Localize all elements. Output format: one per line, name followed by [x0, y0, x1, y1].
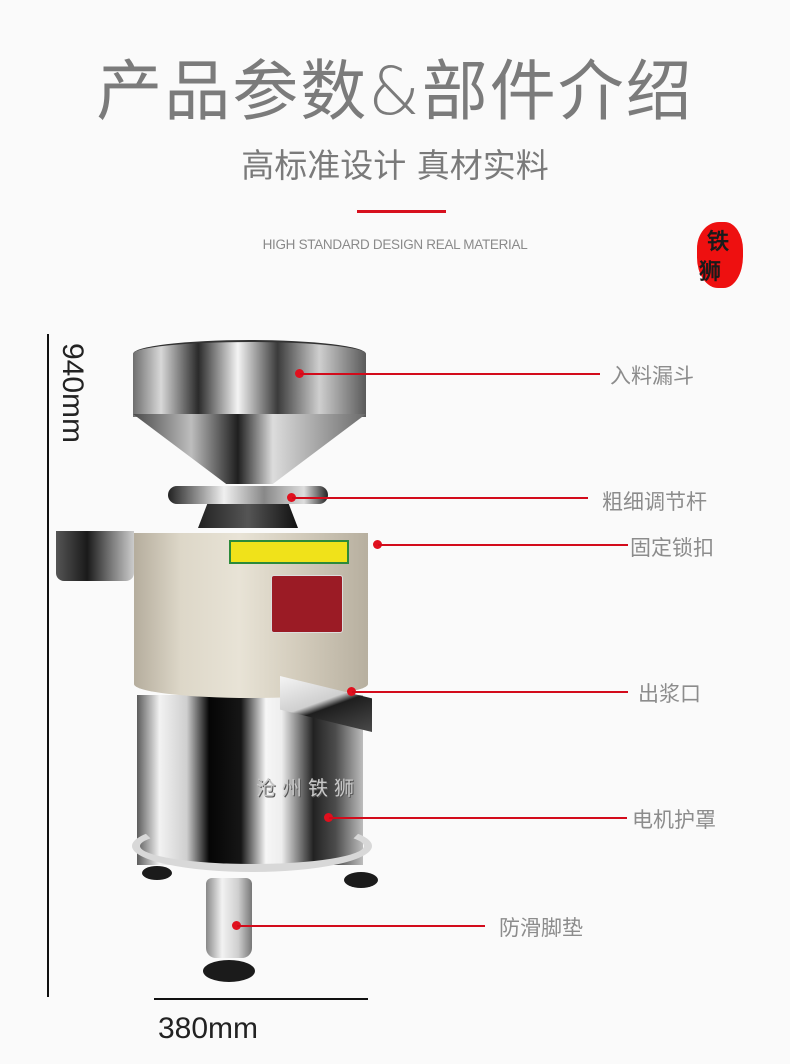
side-tray — [56, 531, 134, 581]
callout-line-motor-cover — [329, 817, 627, 819]
grinder-neck — [198, 502, 298, 528]
foot-pad-right — [344, 872, 378, 888]
callout-label-foot-pad: 防滑脚垫 — [499, 916, 583, 940]
foot-pad-front — [203, 960, 255, 982]
callout-label-hopper: 入料漏斗 — [610, 364, 694, 388]
base-ring — [132, 820, 372, 872]
callout-label-lock: 固定锁扣 — [630, 536, 714, 560]
hopper-cone — [133, 414, 366, 484]
foot-pad-left — [142, 866, 172, 880]
callout-line-foot-pad — [237, 925, 485, 927]
english-subtitle: HIGH STANDARD DESIGN REAL MATERIAL — [262, 237, 528, 252]
hopper-bowl — [133, 340, 366, 417]
callout-line-outlet — [352, 691, 628, 693]
adjustment-ring — [168, 486, 328, 504]
page-title: 产品参数&部件介绍 — [96, 53, 694, 130]
callout-dot-outlet — [347, 687, 356, 696]
seal-char-1: 铁 — [707, 229, 730, 255]
title-divider — [357, 210, 446, 213]
front-leg — [206, 878, 252, 958]
callout-label-outlet: 出浆口 — [638, 682, 701, 706]
engraved-brand-text: 沧州铁狮 — [256, 776, 360, 800]
width-dimension-line — [154, 998, 368, 1000]
callout-dot-hopper — [295, 369, 304, 378]
callout-label-motor-cover: 电机护罩 — [632, 808, 716, 832]
callout-dot-lock — [373, 540, 382, 549]
height-dimension-line — [47, 334, 49, 997]
callout-line-adjust-lever — [292, 497, 588, 499]
page-subtitle: 高标准设计 真材实料 — [241, 146, 549, 185]
callout-label-adjust-lever: 粗细调节杆 — [602, 490, 707, 514]
seal-char-2: 狮 — [699, 259, 722, 285]
callout-line-lock — [378, 544, 628, 546]
warning-label — [229, 540, 349, 564]
nameplate — [271, 575, 343, 633]
width-dimension-label: 380mm — [158, 1012, 259, 1045]
callout-dot-motor-cover — [324, 813, 333, 822]
brand-seal-logo: 铁 狮 — [697, 222, 743, 288]
callout-dot-foot-pad — [232, 921, 241, 930]
callout-dot-adjust-lever — [287, 493, 296, 502]
callout-line-hopper — [300, 373, 600, 375]
